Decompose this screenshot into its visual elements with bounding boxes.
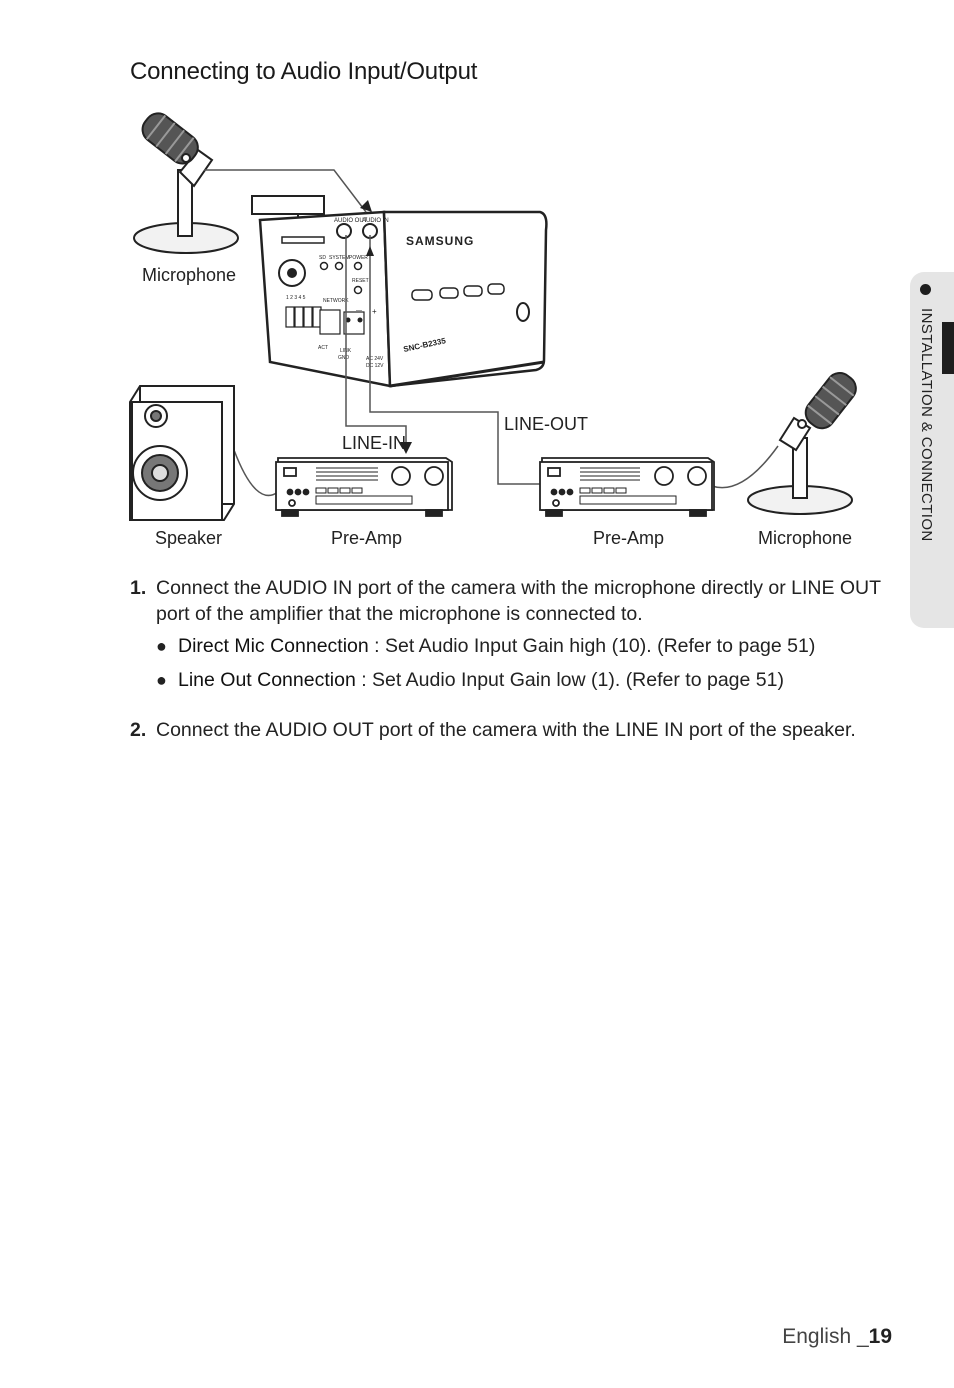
- camera-brand: SAMSUNG: [406, 234, 474, 248]
- instructions: 1. Connect the AUDIO IN port of the came…: [130, 575, 900, 759]
- camera-icon: SAMSUNG SNC-B2335 AUDIO OUT AUDIO IN SD …: [251, 195, 548, 388]
- footer-language: English _: [782, 1325, 869, 1348]
- plus-terminal: +: [372, 307, 377, 316]
- step-1-bullets: ● Direct Mic Connection : Set Audio Inpu…: [156, 633, 900, 693]
- audio-connection-diagram: Microphone SAMSUNG: [129, 112, 857, 548]
- section-side-tab: INSTALLATION & CONNECTION: [910, 272, 954, 628]
- microphone-right-icon: [747, 371, 857, 515]
- step-1: 1. Connect the AUDIO IN port of the came…: [130, 575, 900, 701]
- list-item: ● Line Out Connection : Set Audio Input …: [156, 667, 900, 693]
- step-2: 2. Connect the AUDIO OUT port of the cam…: [130, 717, 900, 743]
- cable-arrows: [360, 200, 412, 454]
- system-led-label: SYSTEM: [329, 255, 350, 261]
- bullet-desc: : Set Audio Input Gain low (1). (Refer t…: [355, 669, 784, 691]
- dc12v-label: DC 12V: [366, 363, 384, 369]
- step-number: 2.: [130, 719, 147, 741]
- speaker-icon: [129, 385, 235, 521]
- section-marker: [942, 322, 954, 374]
- step-number: 1.: [130, 577, 147, 599]
- alarm-pins-label: 1 2 3 4 5: [286, 295, 306, 301]
- microphone-right-label: Microphone: [758, 528, 852, 548]
- bullet-term: Line Out Connection: [178, 669, 356, 691]
- speaker-label: Speaker: [155, 528, 222, 548]
- minus-terminal: —: [356, 308, 362, 314]
- bullet-icon: ●: [156, 636, 167, 656]
- line-out-label: LINE-OUT: [504, 414, 588, 434]
- preamp-right-icon: [539, 457, 715, 517]
- act-led-label: ACT: [318, 345, 328, 351]
- step-text: Connect the AUDIO OUT port of the camera…: [156, 719, 856, 741]
- sd-slot-label: SD: [319, 255, 326, 261]
- step-text: Connect the AUDIO IN port of the camera …: [156, 577, 881, 625]
- audio-cables: [204, 169, 779, 497]
- section-tab-label: INSTALLATION & CONNECTION: [918, 308, 935, 542]
- tab-bullet-icon: [920, 284, 931, 295]
- page-number: 19: [868, 1325, 892, 1348]
- audio-in-port: AUDIO IN: [362, 218, 389, 224]
- list-item: ● Direct Mic Connection : Set Audio Inpu…: [156, 633, 900, 659]
- line-in-label: LINE-IN: [342, 433, 406, 453]
- microphone-top-label: Microphone: [142, 265, 236, 285]
- page-title: Connecting to Audio Input/Output: [130, 58, 478, 85]
- preamp-left-icon: [275, 457, 453, 517]
- page-footer: English _19: [782, 1325, 892, 1349]
- power-led-label: POWER: [349, 255, 368, 261]
- audio-out-port: AUDIO OUT: [334, 218, 368, 224]
- network-port-label: NETWORK: [323, 298, 349, 304]
- reset-label: RESET: [352, 278, 369, 284]
- preamp-left-label: Pre-Amp: [331, 528, 402, 548]
- microphone-top-icon: [133, 112, 239, 254]
- gnd-label: GND: [338, 355, 350, 361]
- preamp-right-label: Pre-Amp: [593, 528, 664, 548]
- bullet-term: Direct Mic Connection: [178, 635, 369, 657]
- bullet-desc: : Set Audio Input Gain high (10). (Refer…: [368, 635, 816, 657]
- bullet-icon: ●: [156, 670, 167, 690]
- ac24v-label: AC 24V: [366, 356, 384, 362]
